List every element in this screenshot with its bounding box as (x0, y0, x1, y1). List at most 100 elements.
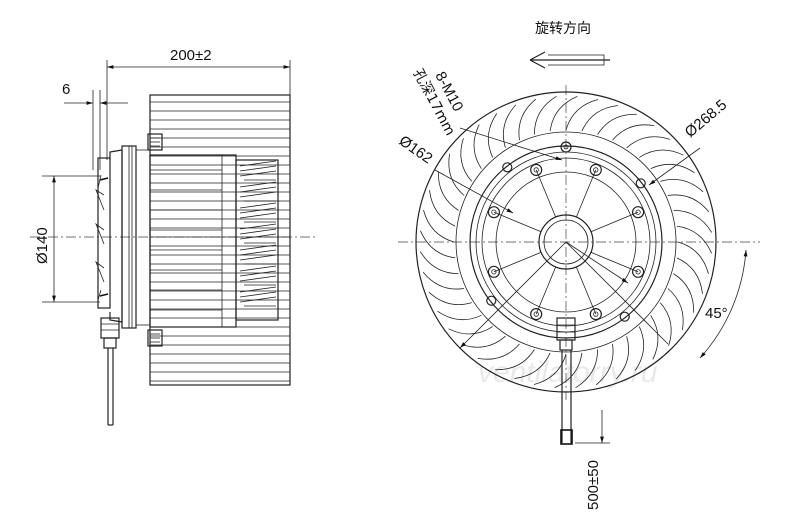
hub-boss (635, 178, 646, 189)
curved-blade (575, 349, 599, 389)
spoke (575, 169, 597, 218)
curved-blade (667, 288, 684, 331)
dim-outer-diameter: Ø268.5 (459, 96, 731, 349)
front-view: 旋转方向 8-M10 孔深17mm Ø162 Ø268.5 45° (396, 21, 760, 510)
curved-blade (487, 113, 498, 158)
motor-ring (481, 157, 651, 327)
mount-bolt-bottom (147, 329, 163, 347)
outer-diameter-label: Ø268.5 (682, 96, 731, 141)
curved-blade (549, 96, 578, 132)
curved-blade (518, 98, 537, 141)
curved-blade (473, 124, 482, 169)
dim-flange: 6 (62, 81, 128, 170)
spoke (493, 211, 542, 233)
mounting-hole-core (635, 209, 641, 215)
flange-dim-label: 6 (62, 81, 70, 98)
curved-blade (650, 163, 695, 174)
mounting-hole (631, 265, 645, 278)
curved-blade (477, 343, 520, 360)
mounting-hole (530, 163, 543, 176)
blade-hatch (239, 223, 277, 240)
curved-blade (626, 136, 670, 149)
curved-blade (634, 326, 645, 371)
angle-dimension: 45° (565, 241, 748, 359)
spoke (535, 169, 557, 218)
front-cable (556, 317, 576, 445)
blade-hatch (239, 160, 277, 177)
blade-hatch (239, 286, 277, 303)
curved-blade (677, 241, 709, 275)
mounting-hole-core (593, 167, 599, 173)
impeller-inner-lines (150, 169, 222, 311)
hub-boss (486, 295, 497, 306)
side-view: 200±2 6 Ø140 (30, 47, 318, 426)
mounting-hole-core (491, 269, 497, 275)
curved-blade (502, 104, 517, 148)
blade-inner-ring (455, 131, 677, 353)
mounting-hole (530, 308, 543, 321)
curved-blade (554, 352, 583, 388)
curved-blade (429, 190, 456, 227)
curved-blade (420, 230, 456, 259)
hub-boss (502, 162, 513, 173)
curved-blade (597, 113, 637, 135)
dim-diameter: Ø140 (34, 175, 100, 303)
mounting-hole (589, 163, 602, 176)
curved-blade (660, 178, 704, 193)
curved-blade (676, 257, 703, 294)
curved-blade (422, 271, 465, 290)
dim-cable-length: 500±50 (575, 410, 610, 510)
curved-blade (423, 209, 455, 243)
curved-blade (565, 99, 599, 131)
motor-cap (95, 145, 137, 329)
curved-blade (462, 335, 506, 348)
curved-blade (615, 336, 630, 380)
curved-blade (448, 153, 465, 196)
curved-blade (495, 349, 535, 371)
blade-hatch (239, 202, 277, 219)
curved-blade (650, 315, 659, 360)
cable-gland (100, 317, 120, 426)
impeller-ribs (150, 101, 290, 382)
mounting-holes (486, 162, 646, 322)
mounting-hole-core (635, 269, 641, 275)
curved-blade (639, 149, 684, 158)
curved-blade (676, 225, 712, 254)
outer-ring (415, 91, 717, 393)
rotation-arrow (529, 51, 610, 69)
curved-blade (448, 326, 493, 335)
width-dim-label: 200±2 (170, 47, 212, 64)
shaft-inner-ring (543, 219, 589, 265)
spoke (575, 266, 597, 315)
blade-hatch (239, 181, 277, 198)
curved-blade (667, 194, 710, 213)
mount-bolt-top (147, 133, 163, 151)
curved-blade (428, 291, 472, 306)
mounting-hole (487, 265, 500, 278)
inner-diameter-label: Ø162 (396, 132, 436, 167)
curved-blade (437, 171, 459, 211)
hub-ring-outer (469, 145, 663, 339)
mounting-hole-core (533, 311, 539, 317)
mounting-hole (487, 206, 500, 219)
diameter-dim-label: Ø140 (34, 227, 51, 264)
dim-inner-diameter: Ø162 (396, 132, 629, 284)
motor-inner-ring (495, 171, 637, 313)
spoke (493, 251, 542, 273)
impeller-blades-front (419, 95, 713, 389)
curved-blade (673, 273, 695, 313)
curved-blade (673, 209, 713, 233)
curved-blade (659, 302, 672, 346)
mounting-hole-core (593, 311, 599, 317)
curved-blade (419, 251, 459, 275)
spoke (535, 266, 557, 315)
cable-length-label: 500±50 (585, 460, 602, 510)
mounting-hole (589, 308, 602, 321)
impeller-blades (239, 160, 277, 307)
blade-hatch (239, 244, 277, 261)
top-boss (560, 141, 572, 153)
curved-blade (533, 95, 557, 135)
curved-blade (581, 105, 618, 132)
curved-blade (460, 138, 473, 182)
